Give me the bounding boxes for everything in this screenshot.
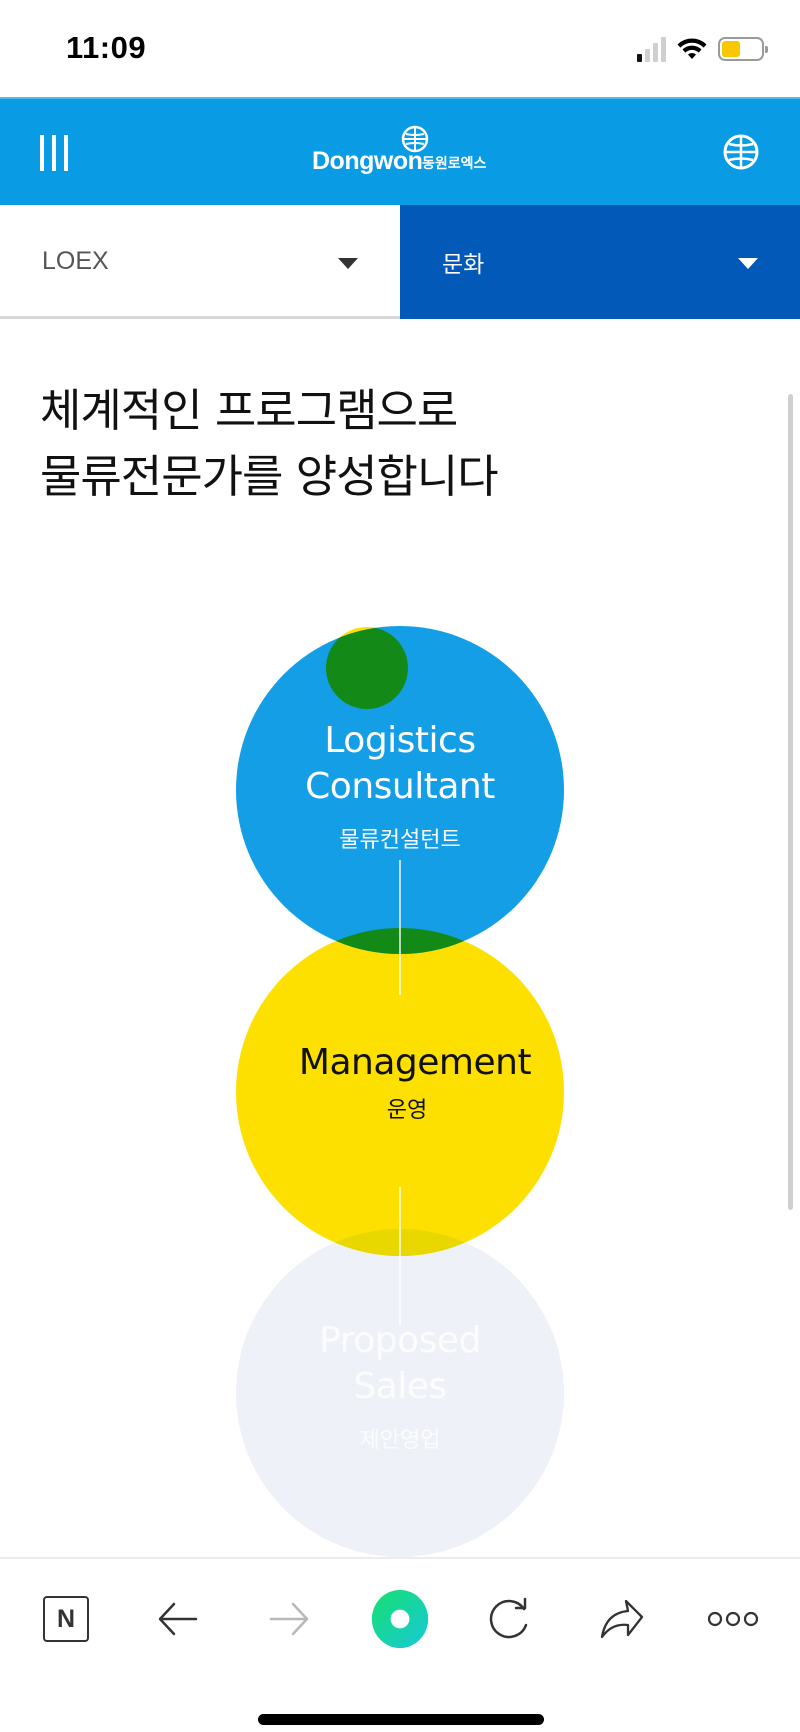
more-button[interactable] [703, 1589, 763, 1649]
circle-management[interactable] [236, 928, 564, 1256]
management-subtitle: 운영 [386, 1098, 428, 1123]
language-button[interactable] [722, 133, 760, 176]
logistics-title-line-2: Consultant [305, 766, 495, 807]
globe-icon [723, 134, 759, 170]
browser-toolbar: N [0, 1557, 800, 1732]
company-select-value: LOEX [42, 247, 109, 275]
sales-title-line-1: Proposed [319, 1320, 481, 1361]
status-icons [637, 36, 768, 62]
hamburger-icon-bar [52, 135, 56, 171]
sales-subtitle: 제안영업 [359, 1428, 441, 1453]
more-icon [707, 1611, 759, 1627]
home-indicator[interactable] [258, 1714, 544, 1725]
reload-button[interactable] [480, 1589, 540, 1649]
battery-level [722, 41, 741, 57]
home-button[interactable] [370, 1589, 430, 1649]
management-title: Management [298, 1042, 532, 1083]
hamburger-icon [40, 135, 44, 171]
management-label: Management 운영 [250, 1040, 580, 1124]
career-diagram-svg [236, 626, 564, 1557]
company-select[interactable]: LOEX [0, 205, 400, 319]
heading-line-1: 체계적인 프로그램으로 [40, 384, 458, 437]
section-select-value: 문화 [442, 252, 485, 278]
heading-line-2: 물류전문가를 양성합니다 [40, 450, 499, 503]
menu-button[interactable] [40, 135, 74, 171]
logistics-subtitle: 물류컨설턴트 [339, 828, 461, 853]
career-diagram: Logistics Consultant 물류컨설턴트 Management 운… [0, 560, 800, 1560]
logo-text: Dongwon [312, 147, 423, 175]
reload-icon [489, 1597, 528, 1639]
proposed-sales-label: Proposed Sales 제안영업 [235, 1318, 565, 1454]
hamburger-icon-bar [64, 135, 68, 171]
status-bar: 11:09 [0, 0, 800, 97]
wifi-icon [677, 38, 707, 59]
circle-logistics-consultant[interactable] [236, 626, 564, 954]
cellular-signal-icon [637, 36, 666, 62]
caret-down-icon [338, 258, 358, 269]
naver-button[interactable]: N [36, 1589, 96, 1649]
sales-title-line-2: Sales [353, 1366, 447, 1407]
page-scrollbar[interactable] [788, 394, 793, 1210]
logo-globe-icon [401, 125, 429, 153]
status-time: 11:09 [66, 30, 147, 65]
page-heading: 체계적인 프로그램으로 물류전문가를 양성합니다 [40, 378, 499, 510]
forward-button[interactable] [259, 1589, 319, 1649]
caret-down-icon [738, 258, 758, 269]
green-ring-icon [371, 1589, 429, 1649]
overlap-accent-dot [326, 627, 408, 709]
logistics-consultant-label: Logistics Consultant 물류컨설턴트 [235, 718, 565, 854]
circle-proposed-sales[interactable] [236, 1229, 564, 1557]
share-button[interactable] [592, 1589, 652, 1649]
arrow-right-icon [269, 1602, 309, 1636]
dongwon-logo[interactable]: Dongwon 동원로엑스 [312, 125, 502, 177]
back-button[interactable] [148, 1589, 208, 1649]
category-selectors: LOEX 문화 [0, 205, 800, 319]
logistics-title-line-1: Logistics [324, 720, 476, 761]
battery-icon [718, 37, 768, 61]
arrow-left-icon [158, 1602, 198, 1636]
share-icon [600, 1599, 644, 1639]
naver-n-icon: N [43, 1596, 89, 1642]
section-select[interactable]: 문화 [400, 205, 800, 319]
logo-korean-text: 동원로엑스 [422, 156, 487, 172]
app-header: Dongwon 동원로엑스 [0, 97, 800, 205]
